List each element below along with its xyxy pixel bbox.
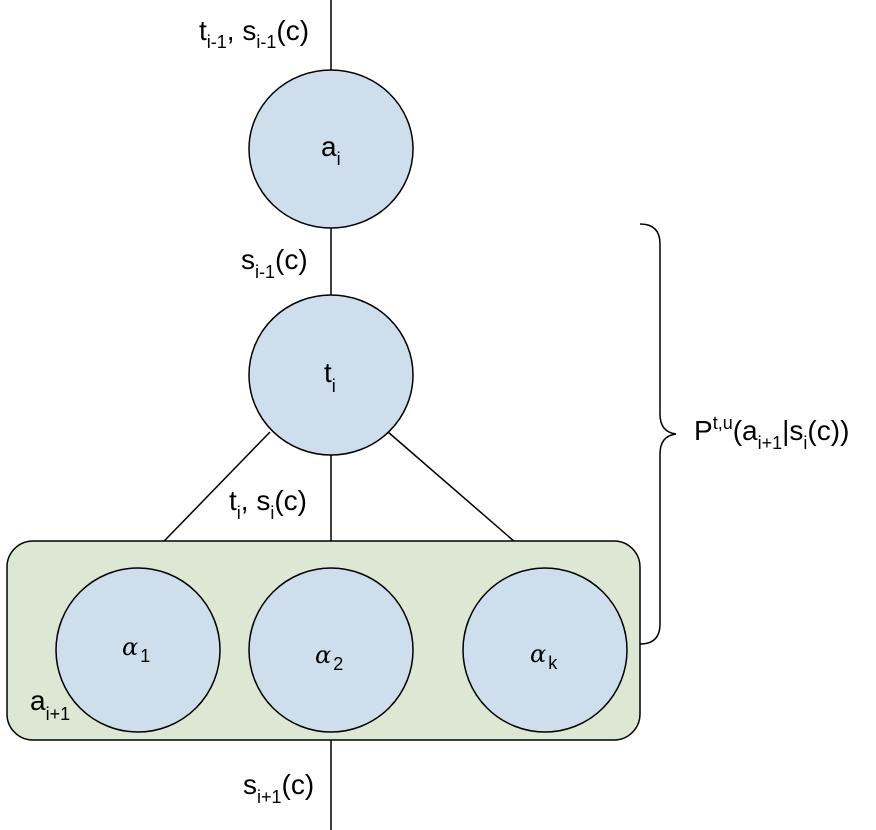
node-alpha-2 bbox=[248, 567, 414, 733]
edge-t-children-label: ti, si(c) bbox=[229, 485, 307, 523]
bottom-edge-label: si+1(c) bbox=[243, 769, 314, 807]
node-t-i bbox=[248, 294, 414, 456]
node-alpha-1 bbox=[55, 567, 221, 733]
brace-label: Pt,u(ai+1|si(c)) bbox=[694, 413, 849, 453]
top-edge-label: ti-1, si-1(c) bbox=[199, 15, 309, 52]
node-a-i-label: ai bbox=[321, 131, 341, 169]
node-t-i-label: ti bbox=[324, 357, 336, 396]
brace bbox=[639, 223, 677, 645]
node-alpha-k bbox=[462, 567, 628, 733]
group-label: ai+1 bbox=[30, 685, 70, 724]
node-a-i bbox=[248, 69, 414, 229]
edge-a-t-label: si-1(c) bbox=[241, 244, 308, 282]
